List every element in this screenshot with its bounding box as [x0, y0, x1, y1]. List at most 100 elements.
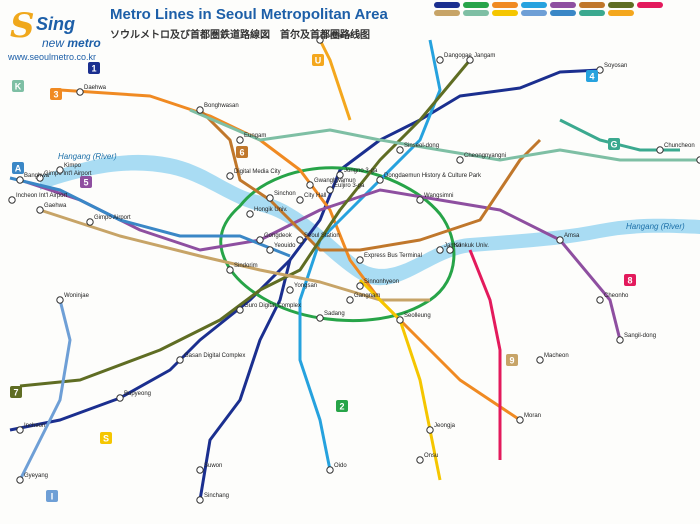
line-badge-8[interactable]: [624, 274, 636, 286]
station-marker[interactable]: [36, 206, 44, 214]
station-label[interactable]: Incheon: [24, 423, 45, 429]
station-label[interactable]: Cheonho: [604, 293, 629, 299]
station-label[interactable]: Sindorim: [234, 263, 258, 269]
station-marker[interactable]: [56, 166, 64, 174]
station-marker[interactable]: [286, 286, 294, 294]
line-badge-7[interactable]: [10, 386, 22, 398]
line-badge-1[interactable]: [88, 62, 100, 74]
station-marker[interactable]: [226, 172, 234, 180]
station-label[interactable]: Eungam: [244, 133, 266, 139]
station-label[interactable]: Express Bus Terminal: [364, 253, 422, 259]
station-marker[interactable]: [416, 456, 424, 464]
station-label[interactable]: Banghwa: [24, 173, 50, 179]
station-marker[interactable]: [36, 174, 44, 182]
station-marker[interactable]: [446, 246, 454, 254]
station-label[interactable]: Hongik Univ.: [254, 207, 288, 213]
station-label[interactable]: Yongsan: [294, 283, 317, 289]
line-badge-5[interactable]: [80, 176, 92, 188]
station-marker[interactable]: [556, 236, 564, 244]
logo-url[interactable]: www.seoulmetro.co.kr: [8, 52, 97, 62]
station-marker[interactable]: [396, 316, 404, 324]
station-label[interactable]: Gimpo Int'l Airport: [44, 171, 92, 177]
station-label[interactable]: Incheon Int'l Airport: [16, 193, 68, 199]
station-label[interactable]: Chuncheon: [664, 143, 695, 149]
station-marker[interactable]: [236, 136, 244, 144]
line-badge-U[interactable]: [312, 54, 324, 66]
station-marker[interactable]: [466, 56, 474, 64]
station-label[interactable]: Dongdaemun History & Culture Park: [384, 173, 482, 179]
station-label[interactable]: Daehwa: [84, 85, 107, 91]
line-badge-K[interactable]: [12, 80, 24, 92]
station-label[interactable]: Jamsil: [444, 243, 461, 249]
line-badge-3[interactable]: [50, 88, 62, 100]
station-label[interactable]: Macheon: [544, 353, 569, 359]
station-marker[interactable]: [16, 176, 24, 184]
station-label[interactable]: Wangsimni: [424, 193, 453, 199]
station-marker[interactable]: [656, 146, 664, 154]
line-badge-9[interactable]: [506, 354, 518, 366]
station-marker[interactable]: [596, 66, 604, 74]
station-label[interactable]: Sinseol-dong: [404, 143, 439, 149]
station-label[interactable]: Sinchon: [274, 191, 296, 197]
station-label[interactable]: Sinchang: [204, 493, 229, 499]
station-label[interactable]: Gimpo Airport: [94, 215, 131, 221]
station-marker[interactable]: [226, 266, 234, 274]
line-badge-A[interactable]: [12, 162, 24, 174]
station-label[interactable]: Amsa: [564, 233, 580, 239]
station-marker[interactable]: [336, 171, 344, 179]
station-marker[interactable]: [196, 106, 204, 114]
station-label[interactable]: Gaehwa: [44, 203, 67, 209]
station-label[interactable]: Jeongja: [434, 423, 456, 429]
station-marker[interactable]: [616, 336, 624, 344]
station-label[interactable]: Jangam: [474, 53, 495, 59]
station-label[interactable]: Digital Media City: [234, 169, 281, 175]
station-marker[interactable]: [396, 146, 404, 154]
station-marker[interactable]: [256, 236, 264, 244]
station-marker[interactable]: [296, 236, 304, 244]
station-label[interactable]: Soyosan: [604, 63, 627, 69]
station-label[interactable]: Yeouido: [274, 243, 296, 249]
station-marker[interactable]: [346, 296, 354, 304]
station-label[interactable]: Sinnonhyeon: [364, 279, 399, 285]
station-marker[interactable]: [266, 194, 274, 202]
station-marker[interactable]: [356, 256, 364, 264]
station-label[interactable]: Konkuk Univ.: [454, 243, 489, 249]
station-marker[interactable]: [236, 306, 244, 314]
station-marker[interactable]: [426, 426, 434, 434]
station-marker[interactable]: [596, 296, 604, 304]
station-marker[interactable]: [56, 296, 64, 304]
station-marker[interactable]: [326, 466, 334, 474]
line-badge-6[interactable]: [236, 146, 248, 158]
station-marker[interactable]: [436, 56, 444, 64]
station-label[interactable]: Seolleung: [404, 313, 431, 319]
station-label[interactable]: Woninjae: [64, 293, 90, 299]
station-marker[interactable]: [196, 496, 204, 504]
station-label[interactable]: Seoul Station: [304, 233, 340, 239]
station-label[interactable]: Euljiro 3-ga: [334, 183, 365, 189]
station-label[interactable]: Cheongnyangni: [464, 153, 506, 159]
station-marker[interactable]: [306, 181, 314, 189]
station-label[interactable]: Dangogae: [444, 53, 472, 59]
station-marker[interactable]: [8, 196, 16, 204]
station-label[interactable]: Oido: [334, 463, 347, 469]
station-marker[interactable]: [86, 218, 94, 226]
station-marker[interactable]: [376, 176, 384, 184]
station-label[interactable]: Bonghwasan: [204, 103, 239, 109]
station-marker[interactable]: [296, 196, 304, 204]
station-label[interactable]: City Hall: [304, 193, 326, 199]
station-marker[interactable]: [176, 356, 184, 364]
station-marker[interactable]: [76, 88, 84, 96]
station-marker[interactable]: [416, 196, 424, 204]
station-label[interactable]: Gasan Digital Complex: [184, 353, 245, 359]
station-marker[interactable]: [246, 210, 254, 218]
station-label[interactable]: Guro Digital Complex: [244, 303, 301, 309]
seoul-metro-logo[interactable]: S Sing new metro www.seoulmetro.co.kr: [8, 6, 104, 66]
station-marker[interactable]: [516, 416, 524, 424]
station-marker[interactable]: [536, 356, 544, 364]
line-badge-I[interactable]: [46, 490, 58, 502]
station-marker[interactable]: [456, 156, 464, 164]
station-marker[interactable]: [316, 314, 324, 322]
station-label[interactable]: Gangnam: [354, 293, 380, 299]
station-label[interactable]: Kimpo: [64, 163, 82, 169]
line-badge-S[interactable]: [100, 432, 112, 444]
